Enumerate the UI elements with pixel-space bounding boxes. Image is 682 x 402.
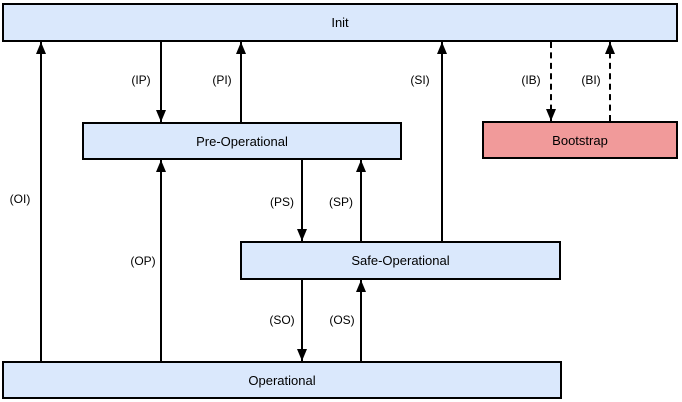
arrowhead-down-ps-icon	[297, 229, 307, 241]
arrowhead-up-si-icon	[437, 42, 447, 54]
state-box-safe-operational: Safe-Operational	[240, 241, 561, 280]
transition-line-oi	[40, 42, 42, 361]
arrowhead-up-sp-icon	[356, 160, 366, 172]
transition-label-op: (OP)	[129, 254, 157, 268]
state-label-pre-operational: Pre-Operational	[196, 133, 288, 149]
transition-line-ip	[160, 42, 162, 122]
transition-line-pi	[240, 42, 242, 122]
state-box-operational: Operational	[2, 361, 562, 399]
arrowhead-down-ip-icon	[156, 110, 166, 122]
state-box-init: Init	[2, 3, 678, 42]
arrowhead-up-oi-icon	[36, 42, 46, 54]
transition-label-so: (SO)	[268, 313, 296, 327]
transition-label-pi: (PI)	[211, 73, 233, 87]
state-label-init: Init	[331, 15, 349, 30]
transition-line-bi	[609, 42, 611, 121]
transition-label-oi: (OI)	[8, 192, 32, 206]
transition-line-so	[301, 280, 303, 361]
arrowhead-up-op-icon	[156, 160, 166, 172]
transition-line-ps	[301, 160, 303, 241]
state-box-pre-operational: Pre-Operational	[82, 122, 402, 160]
arrowhead-up-pi-icon	[236, 42, 246, 54]
transition-line-si	[441, 42, 443, 241]
arrowhead-down-so-icon	[297, 349, 307, 361]
transition-label-os: (OS)	[328, 313, 356, 327]
transition-line-ib	[550, 42, 552, 121]
transition-label-ps: (PS)	[269, 195, 295, 209]
state-label-bootstrap: Bootstrap	[552, 132, 608, 148]
transition-label-bi: (BI)	[580, 73, 602, 87]
arrowhead-up-bi-icon	[605, 42, 615, 54]
state-box-bootstrap: Bootstrap	[482, 121, 678, 159]
state-label-operational: Operational	[248, 372, 316, 388]
transition-label-si: (SI)	[409, 73, 431, 87]
arrowhead-up-os-icon	[356, 280, 366, 292]
transition-line-os	[360, 280, 362, 361]
arrowhead-down-ib-icon	[546, 109, 556, 121]
transition-line-sp	[360, 160, 362, 241]
transition-label-sp: (SP)	[328, 195, 354, 209]
transition-line-op	[160, 160, 162, 361]
transition-label-ip: (IP)	[130, 73, 152, 87]
state-label-safe-operational: Safe-Operational	[351, 253, 450, 268]
transition-label-ib: (IB)	[520, 73, 542, 87]
